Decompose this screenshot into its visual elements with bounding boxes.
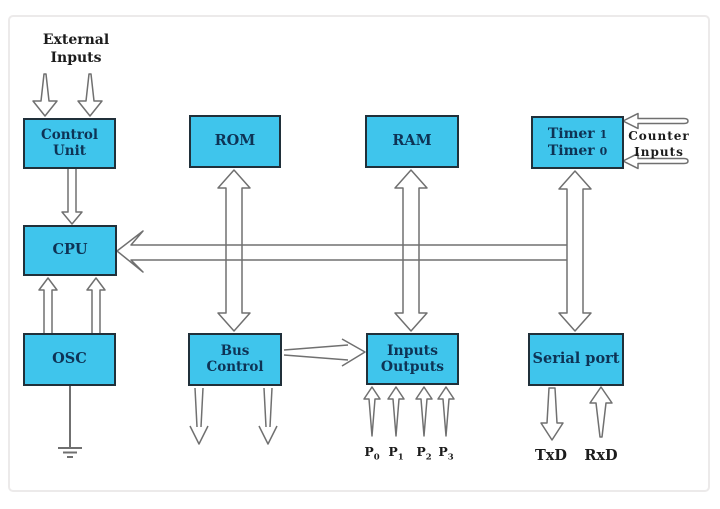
timer-serial-arrow <box>558 170 592 332</box>
block-rom-label: ROM <box>214 132 256 150</box>
osc-to-cpu-arrow-right <box>86 277 106 335</box>
block-io-line2: Outputs <box>380 359 445 375</box>
block-cpu: CPU <box>23 225 117 276</box>
rxd-label: RxD <box>584 447 618 464</box>
io-port-arrow-p0 <box>363 386 381 437</box>
block-bus-control: Bus Control <box>188 333 282 386</box>
block-control-unit-label: Control Unit <box>40 126 99 159</box>
bus-control-down-arrow-left <box>189 387 209 445</box>
control-unit-to-cpu-arrow <box>61 167 83 225</box>
txd-label: TxD <box>534 447 567 464</box>
port-label-p3: P3 <box>438 444 454 463</box>
counter-input-arrow-bottom <box>622 152 689 170</box>
bus-control-to-io-arrow <box>283 338 366 367</box>
block-ram: RAM <box>365 115 459 168</box>
block-timer: Timer 1 Timer 0 <box>531 116 624 169</box>
block-ram-label: RAM <box>392 132 432 150</box>
block-cpu-label: CPU <box>52 241 88 259</box>
io-port-arrow-p1 <box>387 386 405 437</box>
block-serial-port: Serial port <box>528 333 624 386</box>
block-rom: ROM <box>189 115 281 168</box>
block-timer-line1: Timer 1 <box>547 126 608 143</box>
ground-symbol <box>58 386 82 458</box>
counter-inputs-label: Counter Inputs <box>628 129 690 160</box>
block-osc-label: OSC <box>52 350 87 368</box>
external-input-arrow-left <box>32 73 58 117</box>
block-bus-control-label: Bus Control <box>206 342 264 375</box>
io-port-arrow-p2 <box>415 386 433 437</box>
block-osc: OSC <box>23 333 116 386</box>
osc-to-cpu-arrow-left <box>38 277 58 335</box>
io-port-arrow-p3 <box>437 386 455 437</box>
external-inputs-label: External Inputs <box>42 32 110 67</box>
block-serial-port-label: Serial port <box>532 350 620 368</box>
port-label-p2: P2 <box>416 444 432 463</box>
block-io-line1: Inputs <box>386 342 439 359</box>
block-timer-line2: Timer 0 <box>547 142 608 159</box>
txd-arrow <box>540 387 564 441</box>
block-control-unit: Control Unit <box>23 118 116 169</box>
block-inputs-outputs: Inputs Outputs <box>366 333 459 385</box>
ram-io-arrow <box>394 169 428 332</box>
port-label-p0: P0 <box>364 444 380 463</box>
port-label-p1: P1 <box>388 444 404 463</box>
bus-control-down-arrow-right <box>258 387 278 445</box>
rxd-arrow <box>589 386 613 438</box>
system-bus-arrow <box>116 230 567 273</box>
rom-bus-control-arrow <box>217 169 251 332</box>
external-input-arrow-right <box>77 73 103 117</box>
counter-input-arrow-top <box>622 112 689 130</box>
